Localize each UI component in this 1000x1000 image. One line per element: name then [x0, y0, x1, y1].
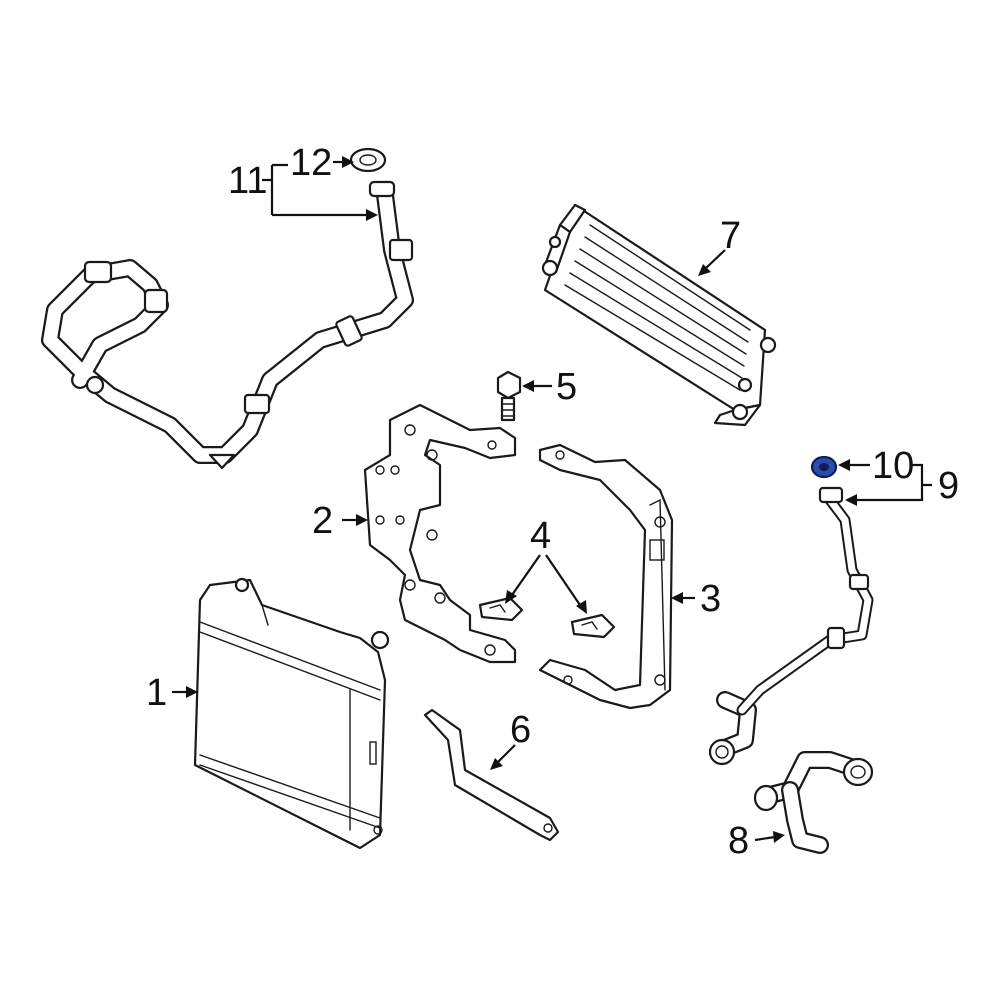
bolt[interactable]: [496, 370, 522, 422]
seal-ring[interactable]: [349, 147, 387, 173]
hose-fitting-icon: [842, 757, 874, 787]
hose-fitting-icon: [753, 784, 779, 812]
port-icon: [234, 577, 250, 593]
bolt-icon: [496, 370, 522, 400]
port-icon: [759, 336, 777, 354]
hose-clamp-icon: [388, 238, 414, 262]
port-icon: [731, 403, 749, 421]
right-bracket[interactable]: [538, 443, 674, 710]
callout-labels: 1 2 3 4 5 6 7 8 9 10 11 12: [146, 142, 959, 862]
clip-icon: [570, 613, 616, 639]
callout-9: 9: [938, 465, 959, 507]
auxiliary-cooler[interactable]: [541, 203, 777, 427]
callout-5: 5: [556, 366, 577, 408]
port-icon: [541, 259, 559, 277]
mount-tab-icon: [208, 453, 236, 470]
port-icon: [548, 235, 562, 249]
cooler-line-left[interactable]: [41, 180, 414, 470]
callout-8: 8: [728, 820, 749, 862]
mount-tab-icon: [85, 375, 105, 395]
hose-fitting-icon: [708, 738, 736, 766]
clips[interactable]: [478, 596, 616, 639]
seal-icon: [349, 147, 387, 173]
strap-icon: [423, 708, 560, 842]
oil-cooler[interactable]: [193, 577, 390, 850]
hose-clamp-icon: [243, 393, 271, 415]
lower-hose[interactable]: [708, 691, 874, 854]
callout-7: 7: [720, 215, 741, 257]
callout-12: 12: [290, 142, 332, 184]
hose-clamp-icon: [335, 315, 363, 347]
hose-clamp-icon: [83, 260, 113, 284]
cooler-line-right[interactable]: [736, 486, 874, 716]
leader-lines: [172, 156, 932, 843]
hose-fitting-icon: [368, 180, 396, 198]
callout-2: 2: [312, 500, 333, 542]
pipe-icon: [818, 486, 844, 504]
callout-3: 3: [700, 578, 721, 620]
clip-icon: [478, 596, 524, 622]
callout-10: 10: [872, 445, 914, 487]
callout-6: 6: [510, 709, 531, 751]
bracket-icon: [363, 403, 517, 664]
callout-4: 4: [530, 515, 551, 557]
port-icon: [370, 630, 390, 650]
o-ring-highlighted[interactable]: [810, 455, 838, 479]
callout-1: 1: [146, 672, 167, 714]
bracket-icon: [538, 443, 674, 710]
support-strap[interactable]: [423, 708, 560, 842]
port-icon: [737, 377, 753, 393]
oil-cooler-icon: [193, 578, 387, 850]
hose-clamp-icon: [143, 288, 169, 314]
left-bracket[interactable]: [363, 403, 517, 664]
callout-11: 11: [228, 160, 267, 202]
